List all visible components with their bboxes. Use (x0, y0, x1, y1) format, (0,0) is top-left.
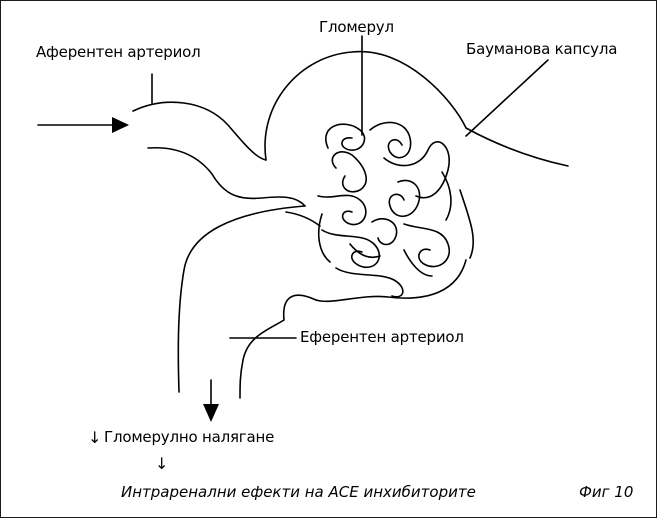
bowman-capsule-outer (265, 52, 568, 166)
glomerular-pressure-label: Гломерулно налягане (104, 428, 274, 446)
down-arrow-icon: ↓ (155, 454, 168, 473)
bowman-capsule-lower-back (460, 190, 473, 258)
figure-number: Фиг 10 (579, 483, 633, 501)
afferent-arteriole-label: Аферентен артериол (36, 43, 201, 61)
bowman-capsule-lower (316, 260, 466, 301)
bowman-capsule-label: Баумановa капсула (466, 40, 617, 58)
glomerulus-label: Гломерул (319, 18, 394, 36)
efferent-outflow-arrow (203, 380, 219, 422)
bowman-label-leader (466, 60, 548, 136)
efferent-wall-link (286, 212, 320, 226)
glomerulus-capillary-tuft (318, 122, 451, 296)
efferent-arteriole-label: Еферентен артериол (300, 328, 464, 346)
figure-caption: Интраренални ефекти на ACE инхибиторите (121, 483, 476, 501)
afferent-arteriole-upper-wall (133, 102, 266, 160)
down-arrow-icon: ↓ (88, 428, 101, 447)
efferent-arteriole-inner-wall (240, 295, 316, 398)
afferent-flow-arrow (38, 117, 129, 133)
afferent-arteriole-lower-wall (148, 148, 305, 206)
